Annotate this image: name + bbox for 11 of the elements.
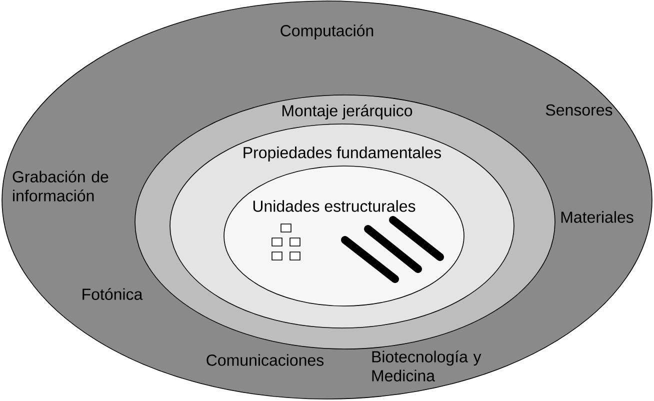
area-label: Fotónica <box>82 288 143 300</box>
area-label: Biotecnología y Medicina <box>372 350 482 382</box>
area-label: Materiales <box>561 211 634 223</box>
area-label: Unidades estructurales <box>253 200 416 212</box>
area-label: Propiedades fundamentales <box>244 146 441 162</box>
area-label: Sensores <box>546 104 612 116</box>
area-label: Computación <box>280 24 374 40</box>
ellipse-band <box>224 166 464 306</box>
area-label: Grabación de información <box>12 170 108 202</box>
area-label: Montaje jerárquico <box>282 104 412 120</box>
area-label: Comunicaciones <box>206 354 324 366</box>
